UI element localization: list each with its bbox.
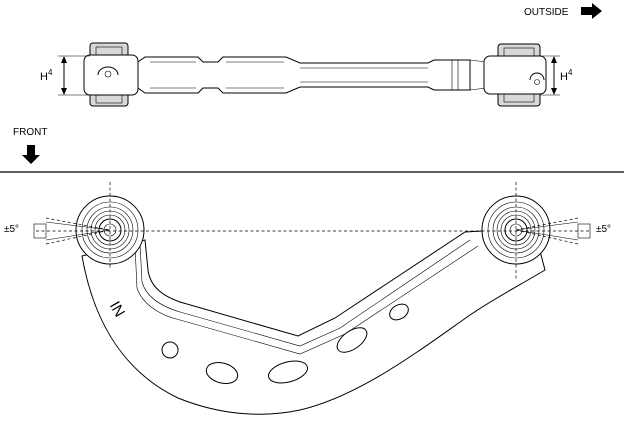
hole-2 [205,361,239,385]
right-bushing-side [483,43,547,107]
arm-plate [81,229,546,415]
angle-wedge-left [45,221,111,241]
arm-top-view: IN [33,182,591,415]
dimension-h4-left [58,55,90,96]
height-label-left: H4 [40,68,53,83]
height-label-right: H4 [560,68,573,83]
hole-5 [389,303,409,321]
arm-rib [139,239,471,347]
angle-label-right: ±5° [596,224,611,235]
arrow-right-icon [581,3,602,19]
angle-label-left: ±5° [4,224,19,235]
left-bushing-side [83,42,139,107]
embossed-mark: IN [106,299,128,320]
outside-label: OUTSIDE [524,7,569,18]
left-bushing-top [33,195,145,265]
arm-body-side [137,56,471,94]
arrow-down-icon [22,145,40,164]
hole-1 [161,341,179,359]
right-bushing-top [481,195,591,265]
hole-4 [336,327,368,353]
hole-3 [268,360,308,384]
dimension-h4-right [540,55,560,96]
front-label: FRONT [13,127,47,138]
arm-side-view [58,42,560,107]
